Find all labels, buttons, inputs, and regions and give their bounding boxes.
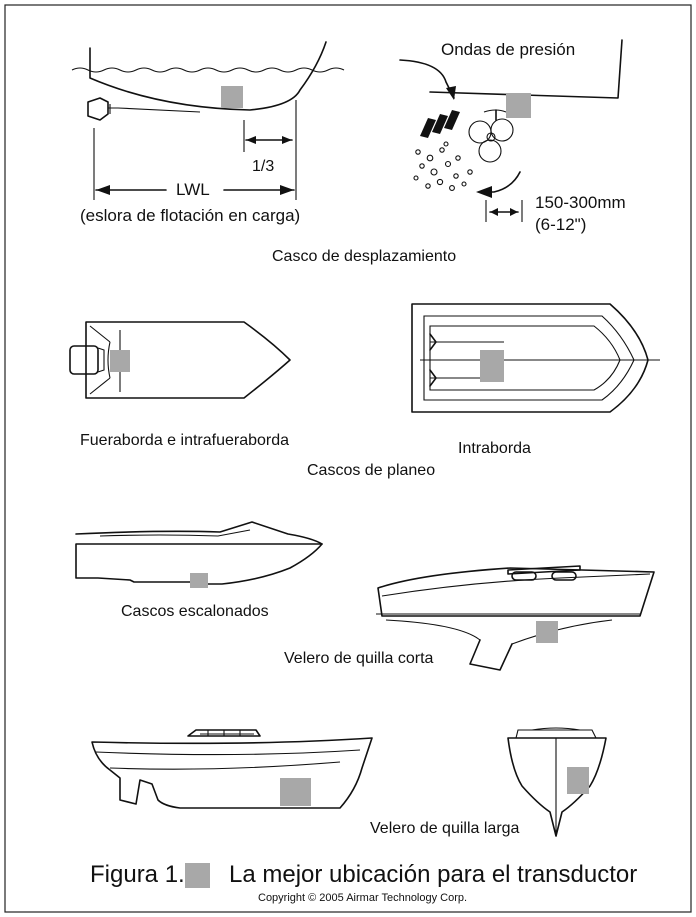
marker-fin-keel (536, 621, 558, 643)
label-inboard: Intraborda (458, 440, 531, 457)
marker-full-keel-front (567, 767, 589, 794)
label-lwl-description: (eslora de flotación en carga) (80, 206, 301, 225)
label-pressure-waves: Ondas de presión (441, 40, 576, 59)
marker-full-keel-side (280, 778, 311, 806)
outboard-hull-top (69, 321, 291, 399)
label-fin-keel: Velero de quilla corta (284, 650, 434, 667)
location-markers (110, 86, 589, 888)
propeller-outline (87, 97, 109, 121)
page-border (4, 4, 692, 913)
full-keel-sailboat-side (91, 729, 373, 809)
marker-inboard (480, 350, 504, 382)
displacement-hull-side (71, 41, 345, 200)
label-full-keel: Velero de quilla larga (370, 820, 520, 837)
label-outboard: Fueraborda e intrafueraborda (80, 432, 290, 449)
label-stepped-hulls: Cascos escalonados (121, 603, 269, 620)
bubbles (413, 141, 473, 191)
fin-keel-sailboat (376, 565, 655, 671)
caption-text: La mejor ubicación para el transductor (229, 861, 638, 888)
caption-figure-number: Figura 1. (90, 861, 185, 888)
full-keel-sailboat-front (507, 727, 607, 837)
inboard-hull-top (411, 303, 660, 413)
marker-displacement-side (221, 86, 243, 108)
marker-legend (185, 863, 210, 888)
label-lwl: LWL (176, 180, 210, 199)
label-displacement-hull: Casco de desplazamiento (272, 248, 457, 265)
marker-outboard (110, 350, 130, 372)
stepped-hull-side (75, 521, 323, 585)
displacement-hull-stern (399, 39, 623, 222)
marker-displacement-stern (506, 93, 531, 118)
label-distance-inches: (6-12") (535, 215, 587, 234)
marker-stepped (190, 573, 208, 588)
label-distance-mm: 150-300mm (535, 193, 626, 212)
label-one-third: 1/3 (252, 158, 275, 175)
label-planing-hulls: Cascos de planeo (307, 462, 436, 479)
copyright: Copyright © 2005 Airmar Technology Corp. (258, 892, 468, 904)
